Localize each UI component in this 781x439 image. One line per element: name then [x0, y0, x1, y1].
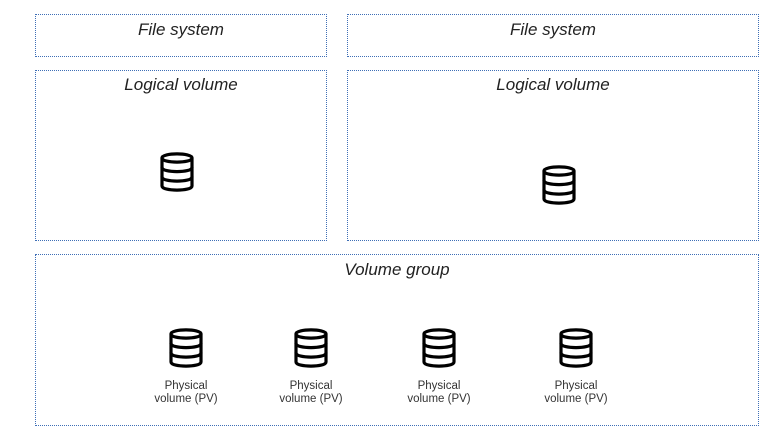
- database-icon: [541, 163, 577, 207]
- file-system-title: File system: [138, 20, 224, 39]
- file-system-title: File system: [510, 20, 596, 39]
- physical-volume-3: Physical volume (PV): [384, 326, 494, 406]
- physical-volume-1: Physical volume (PV): [131, 326, 241, 406]
- file-system-box-right: File system: [347, 14, 759, 57]
- file-system-box-left: File system: [35, 14, 327, 57]
- physical-volume-4: Physical volume (PV): [521, 326, 631, 406]
- volume-group-box: Volume group Physical volume (PV): [35, 254, 759, 426]
- logical-volume-box-right: Logical volume: [347, 70, 759, 241]
- physical-volume-label: Physical volume (PV): [154, 380, 218, 405]
- physical-volume-label: Physical volume (PV): [407, 380, 471, 405]
- database-icon: [159, 150, 195, 194]
- database-icon: [168, 326, 204, 370]
- logical-volume-title: Logical volume: [124, 75, 238, 94]
- physical-volume-label: Physical volume (PV): [279, 380, 343, 405]
- logical-volume-box-left: Logical volume: [35, 70, 327, 241]
- physical-volume-label: Physical volume (PV): [544, 380, 608, 405]
- physical-volume-2: Physical volume (PV): [256, 326, 366, 406]
- database-icon: [421, 326, 457, 370]
- database-icon: [558, 326, 594, 370]
- volume-group-title: Volume group: [344, 260, 450, 279]
- logical-volume-title: Logical volume: [496, 75, 610, 94]
- database-icon: [293, 326, 329, 370]
